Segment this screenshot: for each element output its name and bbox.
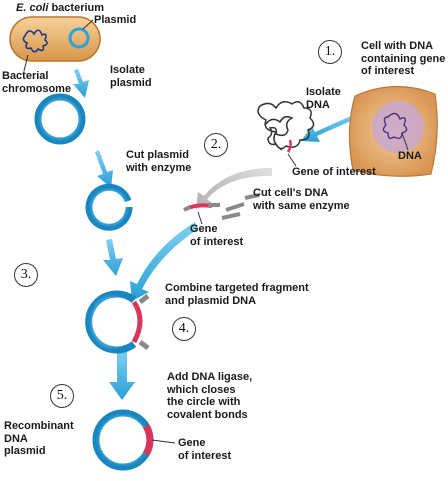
isolate-plasmid-label: Isolate plasmid bbox=[110, 64, 152, 89]
ecoli-label: E. coli bacterium bbox=[16, 2, 105, 14]
gene-of-interest-label-3: Gene of interest bbox=[178, 437, 232, 462]
combine-label: Combine targeted fragment and plasmid DN… bbox=[165, 282, 309, 307]
dna-label: DNA bbox=[398, 150, 422, 162]
plasmid-label: Plasmid bbox=[94, 14, 137, 26]
bacterial-chromosome-label: Bacterial chromosome bbox=[2, 70, 72, 95]
arrow-1 bbox=[73, 69, 89, 98]
arrow-4 bbox=[109, 350, 135, 400]
gene-pointer-2 bbox=[197, 211, 203, 225]
arrow-isolate-dna bbox=[301, 112, 362, 142]
step-4-marker: 4. bbox=[172, 317, 196, 341]
donor-cell bbox=[348, 85, 438, 177]
plasmid-1 bbox=[34, 93, 86, 145]
arrow-fragment bbox=[130, 222, 198, 301]
cut-cells-dna-label: Cut cell's DNA with same enzyme bbox=[253, 187, 350, 212]
recombinant-label: Recombinant DNA plasmid bbox=[4, 420, 74, 457]
ecoli-bacterium bbox=[9, 16, 101, 62]
gene-pointer-1 bbox=[287, 153, 297, 167]
arrow-2 bbox=[95, 150, 113, 188]
step-1-marker: 1. bbox=[318, 40, 342, 64]
add-ligase-label: Add DNA ligase, which closes the circle … bbox=[167, 371, 253, 421]
isolate-dna-label: Isolate DNA bbox=[306, 86, 341, 111]
plasmid-cut bbox=[85, 183, 133, 231]
dna-pointer bbox=[401, 132, 409, 151]
gene-pointer-3 bbox=[151, 439, 176, 444]
plasmid-combining bbox=[85, 290, 150, 354]
step-2-marker: 2. bbox=[204, 133, 228, 157]
gene-segment-1 bbox=[286, 139, 292, 153]
isolated-dna bbox=[257, 101, 315, 151]
plasmid-recombinant bbox=[92, 409, 154, 471]
step-5-marker: 5. bbox=[50, 384, 74, 408]
arrow-3 bbox=[103, 239, 123, 276]
chromosome-pointer bbox=[23, 54, 29, 72]
cell-with-dna-label: Cell with DNA containing gene of interes… bbox=[361, 40, 446, 77]
step-3-marker: 3. bbox=[14, 263, 38, 287]
gene-of-interest-label-2: Gene of interest bbox=[190, 223, 244, 248]
cut-plasmid-label: Cut plasmid with enzyme bbox=[126, 149, 192, 174]
cut-fragments bbox=[183, 193, 260, 220]
plasmid-pointer bbox=[82, 19, 94, 30]
gene-of-interest-label-1: Gene of interest bbox=[292, 166, 376, 178]
